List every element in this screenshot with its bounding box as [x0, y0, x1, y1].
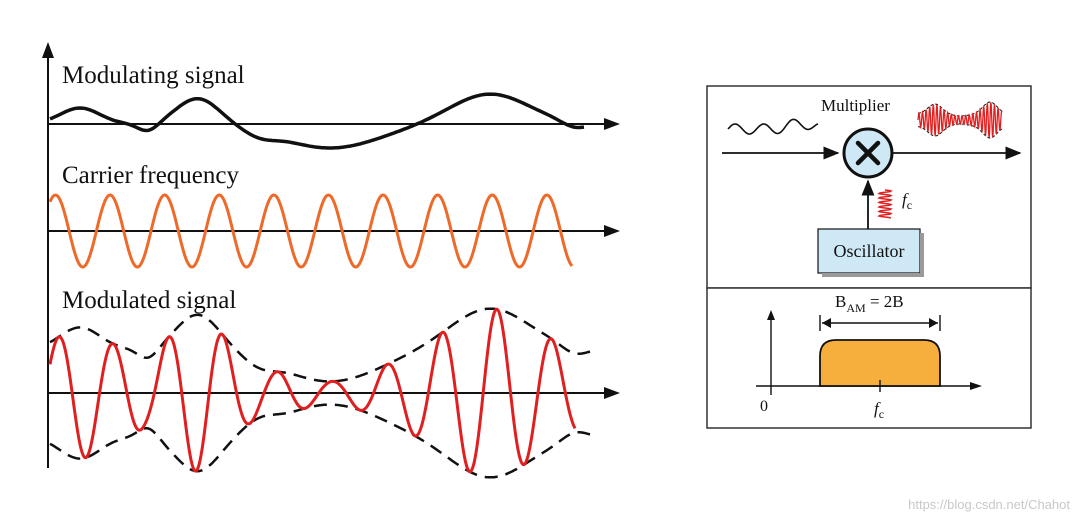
- modulated-axis-arrow-icon: [604, 387, 620, 399]
- oscillator-shadow-bottom: [822, 273, 924, 277]
- output-envelope-lower: [917, 123, 1003, 139]
- spectrum-x-axis-arrow-icon: [970, 382, 982, 390]
- carrier-signal-icon: [877, 189, 893, 219]
- carrier-axis-arrow-icon: [604, 225, 620, 237]
- carrier-wave: [48, 193, 574, 269]
- output-envelope-upper: [917, 101, 1003, 117]
- origin-label: 0: [760, 398, 768, 415]
- spectrum-panel: BAM = 2B 0 fc: [706, 287, 1032, 429]
- envelope-upper: [49, 307, 591, 383]
- output-signal-icon: [917, 102, 1003, 138]
- envelope-lower: [49, 403, 591, 479]
- carrier-frequency-label: Carrier frequency: [62, 162, 239, 189]
- waveform-panel: Modulating signal Carrier frequency Modu…: [42, 42, 620, 479]
- modulated-wave: [48, 307, 577, 474]
- multiply-icon: [855, 140, 881, 166]
- modulating-signal-label: Modulating signal: [62, 62, 245, 89]
- bandwidth-label: BAM = 2B: [835, 292, 904, 315]
- oscillator-fc-label: fc: [902, 190, 912, 212]
- spectrum-y-axis-arrow-icon: [767, 310, 775, 320]
- bandwidth-arrow-left-icon: [822, 318, 831, 328]
- modulating-wave: [49, 92, 585, 150]
- oscillator-label: Oscillator: [834, 241, 905, 261]
- block-diagram-panel: Multiplier Oscillator fc: [706, 85, 1032, 289]
- spectrum-fc-label: fc: [874, 399, 884, 421]
- input-signal-icon: [727, 118, 819, 135]
- watermark: https://blog.csdn.net/Chahot: [908, 497, 1070, 512]
- modulated-signal-label: Modulated signal: [62, 287, 236, 314]
- spectrum-band: [819, 339, 941, 387]
- bandwidth-arrow-right-icon: [929, 318, 938, 328]
- modulating-axis-arrow-icon: [604, 118, 620, 130]
- multiplier-label: Multiplier: [821, 96, 890, 115]
- oscillator-shadow: [920, 233, 924, 277]
- vertical-axis-arrow-icon: [42, 42, 54, 58]
